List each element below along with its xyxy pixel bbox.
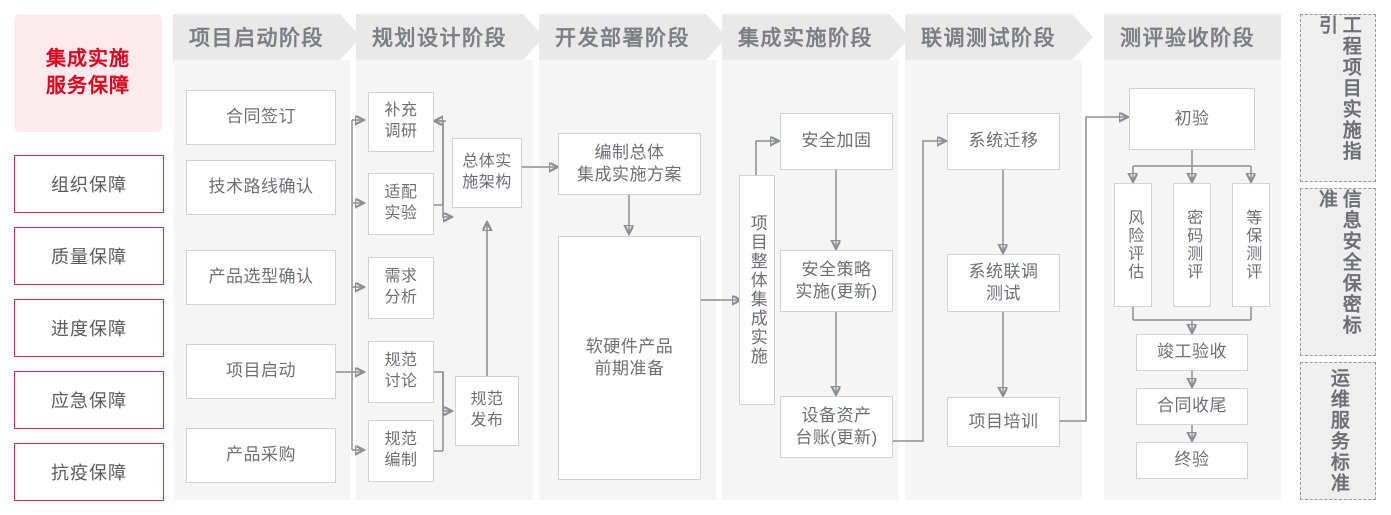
node-label-line1: 安全策略: [801, 259, 872, 279]
node-label-line1: 系统联调: [968, 261, 1039, 281]
node-label-line2: 测试: [986, 284, 1021, 303]
node-product-selection-confirm[interactable]: 产品选型确认: [186, 250, 336, 305]
node-label-line1: 设备资产: [801, 405, 872, 425]
node-label-line2: 台账(更新): [795, 428, 878, 447]
phase-header-label: 开发部署阶段: [555, 27, 690, 50]
standard-information-security-confidentiality[interactable]: 信息安全保密标准: [1300, 188, 1376, 356]
node-label-line2: 实施(更新): [795, 282, 878, 301]
node-label: 初验: [1174, 108, 1210, 128]
phase-header-5[interactable]: 联调测试阶段: [905, 14, 1093, 60]
node-label-line2: 前期准备: [594, 359, 665, 378]
guarantee-item-label: 应急保障: [51, 391, 127, 411]
node-tech-route-confirm[interactable]: 技术路线确认: [186, 160, 336, 215]
node-preliminary-acceptance[interactable]: 初验: [1129, 88, 1255, 150]
node-security-hardening[interactable]: 安全加固: [780, 113, 893, 170]
node-requirement-analysis[interactable]: 需求 分析: [368, 257, 434, 319]
node-label: 等保测评: [1243, 209, 1261, 281]
node-system-migration[interactable]: 系统迁移: [947, 113, 1060, 170]
phase-header-1[interactable]: 项目启动阶段: [173, 14, 361, 60]
node-label-line2: 调研: [384, 123, 418, 140]
node-label-line2: 讨论: [384, 373, 418, 390]
node-draft-overall-integration-plan[interactable]: 编制总体 集成实施方案: [558, 133, 701, 195]
node-label: 系统迁移: [968, 131, 1039, 151]
node-label: 终验: [1174, 450, 1210, 470]
guarantee-title-line2: 服务保障: [46, 75, 130, 97]
node-adaptation-experiment[interactable]: 适配 实验: [368, 173, 434, 235]
node-mlps-evaluation[interactable]: 等保测评: [1232, 183, 1270, 307]
node-contract-closeout[interactable]: 合同收尾: [1136, 388, 1248, 425]
phase-header-label: 项目启动阶段: [189, 27, 324, 50]
standard-operations-service[interactable]: 运维服务标准: [1300, 362, 1376, 500]
node-system-joint-debug-test[interactable]: 系统联调 测试: [947, 254, 1060, 312]
node-project-training[interactable]: 项目培训: [947, 397, 1060, 447]
node-completion-acceptance[interactable]: 竣工验收: [1136, 334, 1248, 371]
node-label-line1: 规范: [384, 431, 418, 449]
guarantee-item-schedule[interactable]: 进度保障: [14, 299, 164, 357]
guarantee-item-epidemic[interactable]: 抗疫保障: [14, 443, 164, 501]
node-label: 密码测评: [1184, 209, 1202, 281]
node-label: 安全加固: [801, 131, 872, 151]
node-label-line1: 软硬件产品: [585, 336, 674, 356]
node-label-line1: 适配: [384, 184, 418, 202]
node-label-line2: 编制: [384, 452, 418, 469]
node-cryptography-evaluation[interactable]: 密码测评: [1173, 183, 1211, 307]
node-equipment-asset-ledger[interactable]: 设备资产 台账(更新): [780, 396, 893, 458]
node-spec-release[interactable]: 规范 发布: [455, 376, 519, 446]
node-label-line1: 规范: [470, 391, 504, 409]
node-label: 合同收尾: [1157, 396, 1227, 416]
guarantee-item-label: 组织保障: [51, 175, 127, 195]
phase-header-label: 规划设计阶段: [372, 27, 507, 50]
node-overall-project-integration[interactable]: 项目整体集成实施: [739, 175, 775, 405]
node-risk-assessment[interactable]: 风险评估: [1114, 183, 1152, 307]
node-overall-implementation-architecture[interactable]: 总体实 施架构: [452, 138, 522, 208]
node-label: 产品选型确认: [208, 267, 314, 287]
node-label-line2: 集成实施方案: [577, 165, 682, 184]
node-label-line2: 发布: [470, 412, 504, 429]
guarantee-item-organization[interactable]: 组织保障: [14, 155, 164, 213]
node-label-line1: 规范: [384, 352, 418, 370]
standard-label: 运维服务标准: [1327, 368, 1349, 494]
node-spec-drafting[interactable]: 规范 编制: [368, 420, 434, 482]
node-final-acceptance[interactable]: 终验: [1136, 442, 1248, 479]
phase-header-label: 测评验收阶段: [1120, 27, 1255, 50]
guarantee-title: 集成实施 服务保障: [14, 14, 162, 132]
standard-label: 信息安全保密标准: [1316, 189, 1361, 336]
node-label: 合同签订: [226, 107, 296, 127]
node-supplementary-research[interactable]: 补充 调研: [368, 92, 434, 152]
phase-header-4[interactable]: 集成实施阶段: [722, 14, 910, 60]
guarantee-item-label: 质量保障: [51, 247, 127, 267]
guarantee-item-quality[interactable]: 质量保障: [14, 227, 164, 285]
phase-header-6[interactable]: 测评验收阶段: [1104, 14, 1281, 60]
phase-header-label: 联调测试阶段: [921, 27, 1056, 50]
guarantee-title-line1: 集成实施: [46, 48, 130, 70]
node-label: 竣工验收: [1157, 342, 1227, 362]
node-label: 项目启动: [226, 361, 296, 381]
node-spec-discussion[interactable]: 规范 讨论: [368, 341, 434, 403]
node-label: 产品采购: [226, 445, 296, 465]
node-label-line1: 总体实: [462, 153, 512, 171]
node-hw-sw-preparation[interactable]: 软硬件产品 前期准备: [558, 236, 701, 480]
phase-header-label: 集成实施阶段: [738, 27, 873, 50]
standard-engineering-project-guideline[interactable]: 工程项目实施指引: [1300, 14, 1376, 182]
standard-label: 工程项目实施指引: [1316, 15, 1361, 162]
guarantee-item-label: 抗疫保障: [51, 463, 127, 483]
phase-header-3[interactable]: 开发部署阶段: [539, 14, 727, 60]
node-label-line1: 补充: [384, 102, 418, 120]
node-project-kickoff[interactable]: 项目启动: [186, 344, 336, 399]
node-label-line2: 分析: [384, 289, 418, 306]
node-product-procurement[interactable]: 产品采购: [186, 428, 336, 483]
phase-header-2[interactable]: 规划设计阶段: [356, 14, 544, 60]
guarantee-item-emergency[interactable]: 应急保障: [14, 371, 164, 429]
node-label-line1: 编制总体: [594, 142, 665, 162]
node-security-policy-implementation[interactable]: 安全策略 实施(更新): [780, 250, 893, 312]
guarantee-item-label: 进度保障: [51, 319, 127, 339]
node-label: 项目整体集成实施: [747, 214, 767, 366]
node-contract-signing[interactable]: 合同签订: [186, 90, 336, 145]
node-label-line2: 施架构: [462, 174, 512, 191]
node-label: 项目培训: [968, 411, 1039, 431]
node-label-line2: 实验: [384, 205, 418, 222]
node-label: 技术路线确认: [208, 177, 314, 197]
node-label: 风险评估: [1125, 209, 1143, 281]
node-label-line1: 需求: [384, 268, 418, 286]
